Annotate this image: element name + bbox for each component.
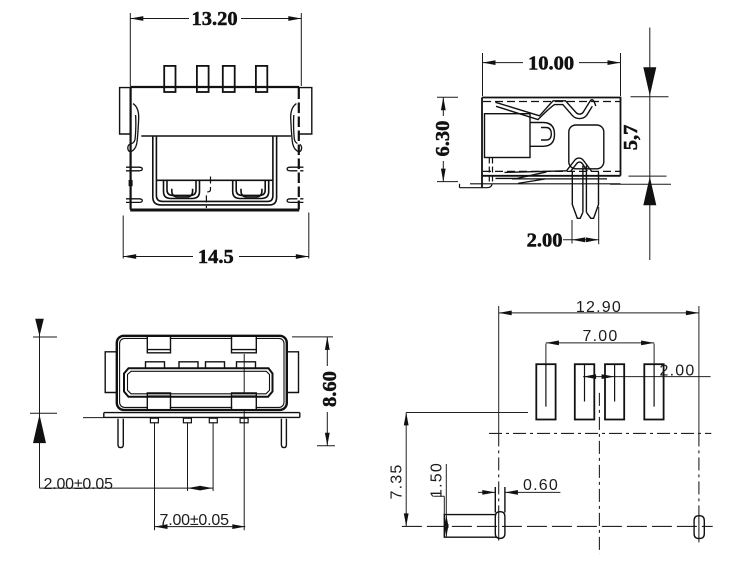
svg-text:0.60: 0.60 xyxy=(523,477,559,494)
svg-text:10.00: 10.00 xyxy=(528,52,574,74)
svg-text:1.50: 1.50 xyxy=(429,462,446,498)
svg-text:2.00: 2.00 xyxy=(527,230,563,252)
svg-text:14.5: 14.5 xyxy=(198,246,234,268)
svg-text:8.60: 8.60 xyxy=(319,371,341,407)
svg-text:7.00: 7.00 xyxy=(583,328,619,345)
svg-text:2.00±0.05: 2.00±0.05 xyxy=(44,476,114,493)
svg-text:6.30: 6.30 xyxy=(432,121,454,157)
svg-text:7.35: 7.35 xyxy=(388,464,405,500)
svg-text:7.00±0.05: 7.00±0.05 xyxy=(160,512,230,529)
svg-text:2.00: 2.00 xyxy=(660,362,696,379)
svg-text:13.20: 13.20 xyxy=(191,8,237,30)
svg-text:12.90: 12.90 xyxy=(576,299,622,316)
svg-text:5,7: 5,7 xyxy=(620,125,642,151)
